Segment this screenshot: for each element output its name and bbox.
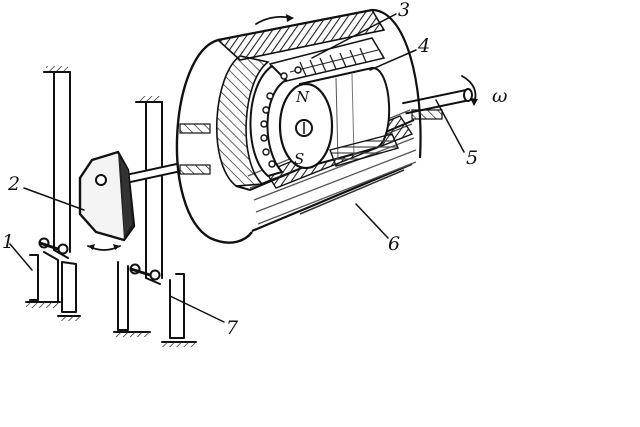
label-6: 6 <box>388 233 400 255</box>
label-2: 2 <box>7 173 20 195</box>
ground-hatch-base-mid-2 <box>162 342 196 347</box>
ground-hatch-base-left <box>26 302 60 308</box>
label-4: 4 <box>417 35 430 57</box>
leader-lines <box>9 13 478 323</box>
bearing-slot <box>179 123 211 134</box>
permanent-magnet <box>278 66 399 170</box>
left-contact-assembly <box>25 66 81 321</box>
ground-hatch-base-mid <box>114 332 150 337</box>
contact-stud <box>57 243 69 255</box>
contact-stud <box>149 269 161 281</box>
ground-hatch-top-mid <box>138 96 160 102</box>
label-omega: ω <box>492 85 508 107</box>
middle-contact-assembly <box>113 96 197 347</box>
bearing-slot <box>179 164 211 175</box>
label-7: 7 <box>226 317 239 339</box>
coil-ring <box>249 37 386 178</box>
label-5: 5 <box>466 147 478 169</box>
ground-hatch-top-left <box>46 66 68 72</box>
magnet-pole-s: S <box>294 150 304 168</box>
ground-hatch-base-left-2 <box>58 316 80 321</box>
pivot-hole <box>95 174 107 186</box>
label-1: 1 <box>2 231 14 253</box>
bearing-slot-right <box>411 109 443 120</box>
cam-lever <box>78 150 136 251</box>
label-3: 3 <box>398 0 410 21</box>
magnet-pole-n: N <box>295 88 310 106</box>
